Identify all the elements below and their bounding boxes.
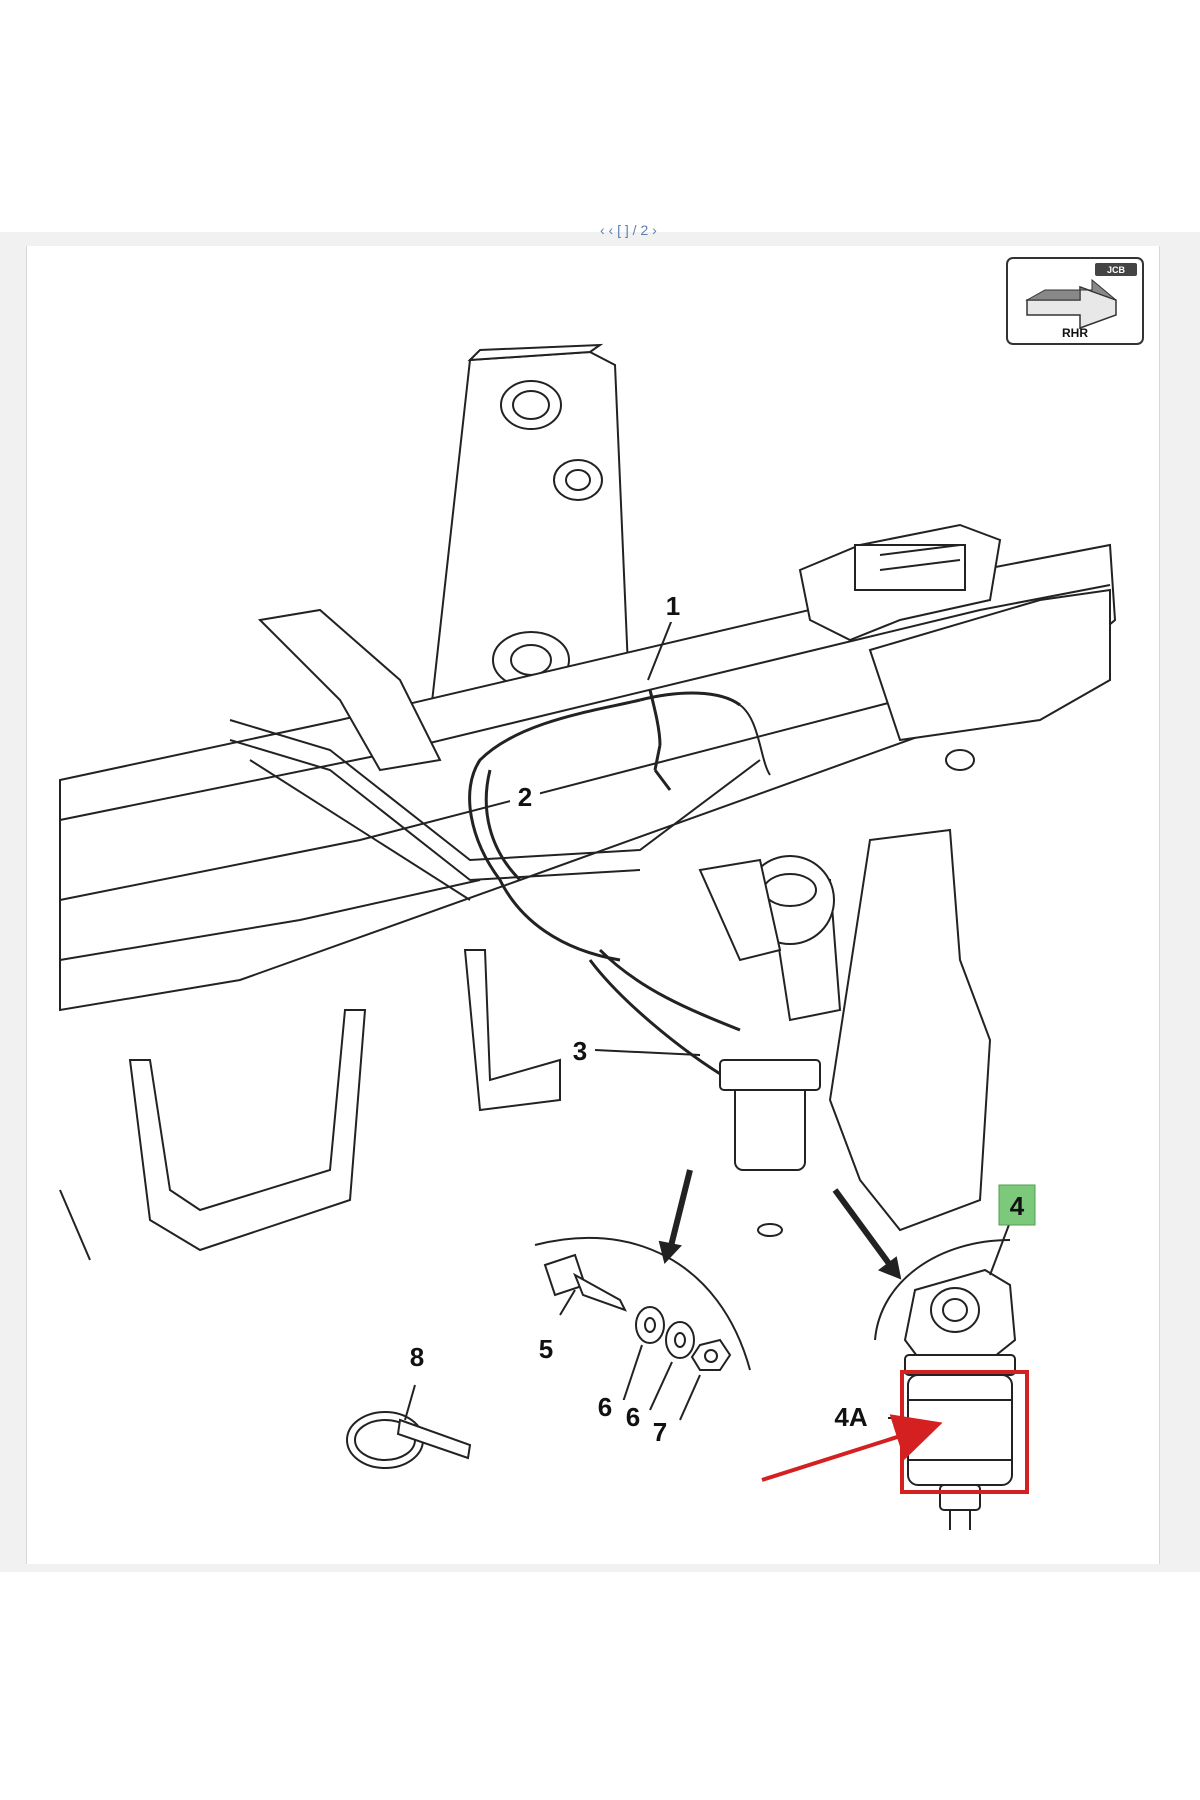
- callout-6a[interactable]: 6: [590, 1390, 620, 1424]
- callout-5-label: 5: [539, 1334, 553, 1364]
- washer-icon: [635, 1306, 695, 1359]
- fuel-hoses: [468, 689, 771, 1082]
- callout-4a[interactable]: 4A: [825, 1398, 877, 1434]
- filter-head-icon: [903, 1268, 1017, 1376]
- nut-icon: [690, 1338, 732, 1371]
- callout-7[interactable]: 7: [645, 1415, 675, 1449]
- filter-assembly-installed: [719, 1059, 821, 1237]
- callout-1[interactable]: 1: [647, 588, 688, 681]
- callout-3[interactable]: 3: [565, 1034, 701, 1068]
- direction-arrow-icon: [1025, 278, 1117, 330]
- badge-label: RHR: [1062, 326, 1088, 340]
- filter-bowl-icon: [907, 1374, 1013, 1530]
- detail-view-filter: [832, 1188, 1017, 1530]
- bolt-icon: [543, 1253, 628, 1312]
- callout-1-label: 1: [666, 591, 680, 621]
- cable-tie-icon: [346, 1384, 472, 1469]
- callout-4-label: 4: [1010, 1191, 1025, 1221]
- logo-text: JCB: [1107, 265, 1126, 275]
- callout-3-label: 3: [573, 1036, 587, 1066]
- callout-8[interactable]: 8: [402, 1340, 432, 1374]
- callout-2-label: 2: [518, 782, 532, 812]
- page-navigation[interactable]: ‹ ‹ [ ] / 2 ›: [600, 222, 657, 238]
- callout-2[interactable]: 2: [509, 780, 541, 814]
- callout-4[interactable]: 4: [998, 1184, 1036, 1226]
- callout-6a-label: 6: [598, 1392, 612, 1422]
- callout-4a-label: 4A: [834, 1402, 867, 1432]
- red-arrow-annotation: [761, 1414, 943, 1482]
- upper-rails: [229, 608, 761, 901]
- filter-mount-frame: [698, 828, 992, 1232]
- callout-7-label: 7: [653, 1417, 667, 1447]
- rear-bracket: [798, 523, 1111, 771]
- detail-view-fasteners: [534, 1169, 751, 1421]
- callout-8-label: 8: [410, 1342, 424, 1372]
- orientation-badge: JCB RHR: [1006, 257, 1144, 345]
- callout-6b[interactable]: 6: [618, 1400, 648, 1434]
- callout-5[interactable]: 5: [531, 1332, 561, 1366]
- chassis-frame: [59, 543, 1117, 1261]
- jcb-logo: JCB: [1095, 263, 1137, 276]
- callout-6b-label: 6: [626, 1402, 640, 1432]
